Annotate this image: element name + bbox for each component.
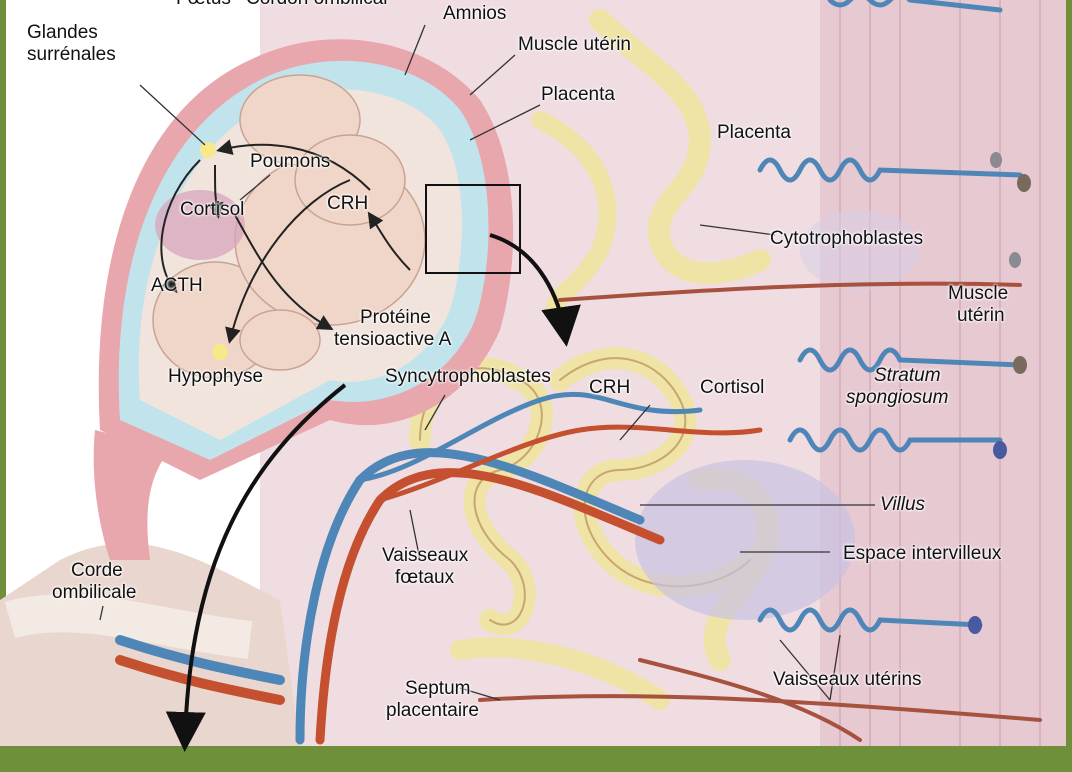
label-placenta-right: Placenta [717, 122, 791, 143]
zoom-box [425, 184, 521, 274]
label-syncytrophoblastes: Syncytrophoblastes [385, 366, 551, 387]
label-muscle-uterin-top: Muscle utérin [518, 34, 631, 55]
label-cytotrophoblastes: Cytotrophoblastes [770, 228, 924, 249]
leader-lines [99, 24, 875, 701]
label-surrenales: surrénales [27, 44, 116, 65]
pituitary [212, 344, 228, 360]
vessel-endings [968, 152, 1031, 634]
label-espace-intervilleux: Espace intervilleux [843, 543, 1002, 564]
label-foetaux: fœtaux [395, 567, 455, 588]
cord-arrow [165, 383, 347, 752]
label-ombilicale: ombilicale [52, 582, 137, 603]
label-cortisol-left: Cortisol [180, 199, 245, 220]
label-glandes: Glandes [27, 22, 98, 43]
label-placentaire: placentaire [386, 700, 479, 721]
label-spongiosum: spongiosum [846, 387, 949, 408]
label-acth: ACTH [151, 275, 203, 296]
uterine-muscle-band [820, 0, 1066, 746]
label-poumons: Poumons [250, 151, 331, 172]
label-amnios: Amnios [443, 3, 507, 24]
label-tensioactive: tensioactive A [334, 329, 452, 350]
label-cortisol-right: Cortisol [700, 377, 765, 398]
label-vaisseaux-uterins: Vaisseaux utérins [773, 669, 922, 690]
label-hypophyse: Hypophyse [168, 366, 264, 387]
label-stratum: Stratum [874, 365, 941, 386]
hormone-arrows [160, 139, 411, 344]
label-villus: Villus [880, 494, 926, 515]
label-crh-left: CRH [327, 193, 369, 214]
label-proteine: Protéine [360, 307, 431, 328]
zoom-arrow [489, 233, 581, 347]
label-vaisseaux: Vaisseaux [382, 545, 469, 566]
label-muscle: Muscle [948, 283, 1009, 304]
label-foetus: Fœtus [176, 0, 231, 9]
label-septum: Septum [405, 678, 471, 699]
cervix [93, 430, 170, 560]
label-uterin: utérin [957, 305, 1005, 326]
adrenal-gland [200, 142, 216, 158]
label-corde: Corde [71, 560, 123, 581]
uterine-vessels [478, 0, 1042, 742]
umbilical-cord [4, 594, 253, 659]
label-placenta-left: Placenta [541, 84, 615, 105]
intervillous-space-upper [800, 210, 920, 290]
fetal-vessels [115, 391, 763, 745]
intervillous-space [635, 460, 855, 620]
label-cordon-ombilical: Cordon ombilical [246, 0, 388, 9]
label-crh-right: CRH [589, 377, 631, 398]
